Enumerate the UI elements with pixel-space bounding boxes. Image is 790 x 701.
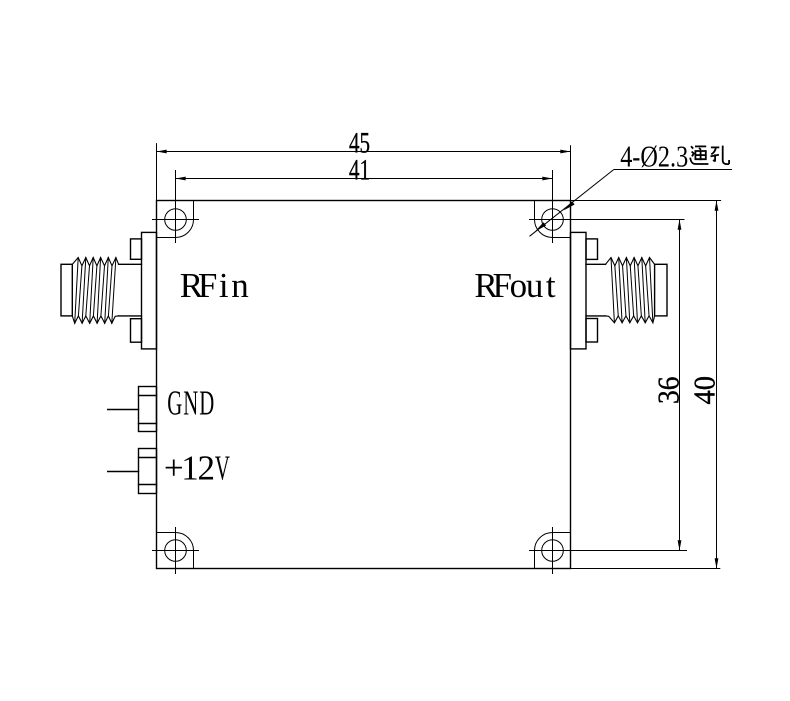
- svg-text:n: n: [231, 266, 249, 305]
- svg-text:F: F: [492, 266, 511, 305]
- svg-text:i: i: [219, 266, 229, 305]
- svg-text:N: N: [183, 384, 198, 423]
- svg-text:D: D: [199, 384, 214, 423]
- svg-text:V: V: [215, 448, 230, 487]
- svg-text:o: o: [510, 266, 528, 305]
- svg-text:36: 36: [650, 377, 685, 405]
- svg-text:t: t: [546, 266, 556, 305]
- svg-text:2: 2: [197, 448, 215, 487]
- svg-text:F: F: [198, 266, 217, 305]
- svg-text:u: u: [526, 266, 544, 305]
- svg-text:40: 40: [687, 376, 722, 405]
- svg-text:41: 41: [349, 154, 370, 187]
- svg-text:+: +: [164, 448, 184, 487]
- svg-text:4-Ø2.3: 4-Ø2.3: [620, 138, 688, 173]
- svg-text:1: 1: [181, 448, 199, 487]
- svg-text:G: G: [167, 384, 182, 423]
- svg-text:R: R: [180, 266, 204, 305]
- svg-text:45: 45: [349, 126, 370, 159]
- svg-text:R: R: [474, 266, 498, 305]
